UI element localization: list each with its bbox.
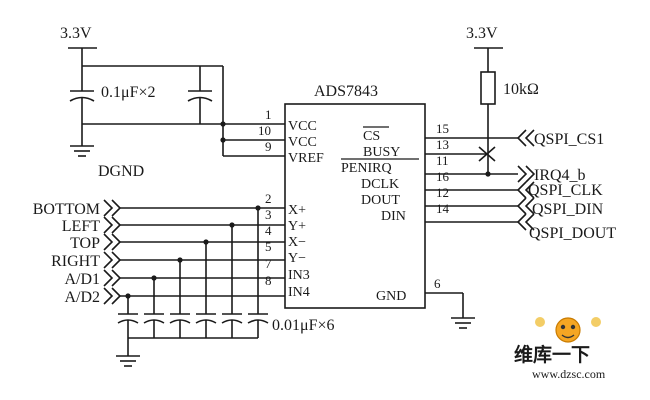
pin-num-16: 16 [436, 169, 450, 184]
input-section: BOTTOM LEFT TOP RIGHT A/D1 A/D2 [33, 199, 335, 367]
pin-label-cs: CS [363, 129, 380, 144]
signal-qspi-din: QSPI_DIN [532, 201, 604, 218]
input-ad2: A/D2 [64, 289, 100, 306]
input-top: TOP [70, 235, 100, 252]
pin-label-penirq: PENIRQ [341, 161, 392, 176]
left-supply-section: 3.3V 0.1μF×2 DGND [60, 25, 285, 180]
pin-label-busy: BUSY [363, 145, 400, 160]
watermark-url: www.dzsc.com [532, 367, 606, 381]
left-supply-label: 3.3V [60, 25, 92, 42]
pin-num-6: 6 [434, 276, 441, 291]
signal-qspi-clk: QSPI_CLK [528, 182, 603, 199]
pin-num-5: 5 [265, 239, 272, 254]
pin-num-12: 12 [436, 185, 449, 200]
pin-label-gnd: GND [376, 289, 406, 304]
pin-num-7: 7 [265, 256, 272, 271]
pin-label-xplus: X+ [288, 203, 306, 218]
input-right: RIGHT [51, 253, 100, 270]
right-supply-label: 3.3V [466, 25, 498, 42]
pin-label-dout: DOUT [361, 193, 400, 208]
pullup-resistor-label: 10kΩ [503, 81, 539, 98]
pin-label-dclk: DCLK [361, 177, 399, 192]
signal-qspi-cs1: QSPI_CS1 [534, 131, 604, 148]
watermark-text: 维库一下 [514, 343, 590, 366]
pin-num-8: 8 [265, 273, 272, 288]
pin-num-2: 2 [265, 191, 272, 206]
pin-num-11: 11 [436, 153, 449, 168]
decoupling-cap-label: 0.1μF×2 [101, 84, 156, 101]
right-wiring: 3.3V 10kΩ QSPI_CS1 IRQ4_b QSPI_CLK QSPI_… [425, 25, 616, 329]
input-bottom: BOTTOM [33, 201, 100, 218]
signal-qspi-dout: QSPI_DOUT [529, 225, 616, 242]
filter-cap-label: 0.01μF×6 [272, 317, 335, 334]
pin-num-4: 4 [265, 223, 272, 238]
pin-label-din: DIN [381, 209, 406, 224]
chip-name: ADS7843 [314, 83, 378, 100]
ads7843-chip: ADS7843 1 VCC 10 VCC 9 VREF 2 X+ 3 Y+ 4 … [258, 83, 450, 309]
pin-label-vcc-1: VCC [288, 119, 317, 134]
pin-num-13: 13 [436, 137, 449, 152]
pin-num-14: 14 [436, 201, 450, 216]
pin-num-15: 15 [436, 121, 449, 136]
pin-label-in4: IN4 [288, 285, 310, 300]
pin-num-3: 3 [265, 207, 272, 222]
pin-label-yplus: Y+ [288, 219, 306, 234]
pin-label-xminus: X− [288, 235, 306, 250]
watermark-logo: 维库一下 www.dzsc.com [514, 317, 606, 381]
input-ad1: A/D1 [64, 271, 100, 288]
pin-label-vref: VREF [288, 151, 324, 166]
dgnd-label: DGND [98, 163, 144, 180]
pin-label-yminus: Y− [288, 251, 306, 266]
pin-num-10: 10 [258, 123, 271, 138]
pin-label-in3: IN3 [288, 268, 310, 283]
pin-num-1: 1 [265, 107, 272, 122]
pin-num-9: 9 [265, 139, 272, 154]
signal-irq4-b: IRQ4_b [534, 167, 586, 184]
input-left: LEFT [62, 218, 100, 235]
pin-label-vcc-2: VCC [288, 135, 317, 150]
